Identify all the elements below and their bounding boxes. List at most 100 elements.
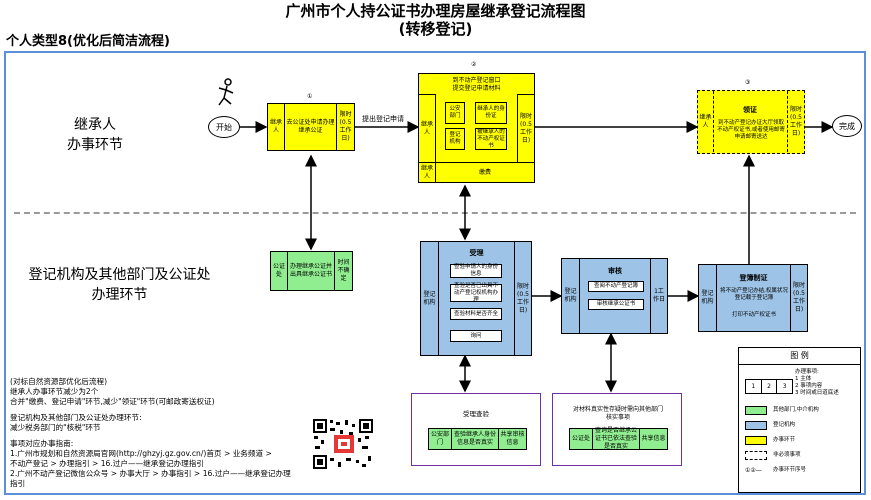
legend-item-line: 3 时间或日道底述 [795, 390, 839, 396]
start-node: 开始 [208, 116, 240, 138]
note-line: 减少税务部门的"核税"环节 [10, 423, 101, 432]
accept-item-inquiry: 询问 [450, 330, 502, 342]
step1-actor: 继承人 [268, 104, 285, 150]
step2-dept-registry: 登记机构 [445, 128, 465, 150]
legend-swatch-registry [745, 421, 767, 430]
step1-number: ① [307, 93, 313, 100]
note-line: 指引 [10, 479, 26, 488]
page-subtitle: (转移登记) [398, 20, 473, 38]
review-item-cert: 审核继承公证书 [588, 299, 644, 310]
notary-actor: 公证处 [271, 252, 288, 290]
note-line: 继承人办事环节减少为2个 [10, 387, 99, 396]
step2-box: 到不动产登记窗口 提交登记申请材料 继承人 公安部门 继承人的身份证 登记机构 … [418, 73, 535, 183]
review-actor: 登记机构 [562, 259, 580, 333]
arrow-label-submit: 提出登记申请 [362, 115, 404, 123]
check-left: 公安部门 [429, 429, 452, 449]
step3-time: 限时(0.5工作日) [787, 91, 804, 152]
verify-right: 共享信息 [641, 435, 666, 442]
note-line: 2.广州不动产登记微信公众号 > 办事大厅 > 办事指引 > 16.过户——继承… [10, 469, 291, 478]
note-line: 合并"缴费、登记申请"环节,减少"领证"环节(可邮政寄送权证) [10, 397, 215, 406]
step3-box: 继承人 领证 到不动产登记办证大厅领取不动产权证书,或者使用邮寄申请邮寄送达 限… [697, 90, 805, 154]
accept-time: 限时(0.5工作日) [514, 242, 531, 355]
register-item-print: 打印不动产权证书 [731, 312, 776, 318]
step2-time: 限时(0.5工作日) [517, 94, 534, 162]
step1-time: 限时(0.5工作日) [339, 111, 352, 142]
review-box: 审核 登记机构 查阅不动产登记簿 审核继承公证书 1工作日 [561, 258, 668, 334]
accept-actor: 登记机构 [421, 242, 439, 355]
legend-item-label: 办理事项: [795, 369, 819, 375]
register-content: 将不动产登记办结,权属状况登记载于登记簿 [720, 288, 788, 301]
notary-time: 时间不确定 [337, 259, 350, 282]
step2-actor: 继承人 [419, 94, 436, 162]
legend-label-optional: 非必须事项 [773, 452, 801, 458]
accept-item-materials: 查验材料是否齐全 [450, 308, 502, 320]
note-line: 事项对应办事指南: [10, 439, 74, 448]
legend-swatch-optional [745, 451, 767, 460]
notary-content: 办理继承公证并出具继承公证书 [288, 252, 335, 290]
note-line: 不动产登记 > 办理指引 > 16.过户——继承登记办理指引 [10, 459, 204, 468]
accept-title: 受理 [469, 249, 484, 257]
step1-content: 去公证处申请办理继承公证 [285, 104, 337, 150]
note-line: 1.广州市规划和自然资源局官网(http://ghzyj.gz.gov.cn/)… [10, 449, 272, 458]
accept-item-check: 查验是否已出具不动产登记权机构办理 [450, 283, 502, 303]
check-title: 受理查验 [463, 410, 489, 418]
verify-title: 对材料真实性存疑时需向其他部门核实事项 [573, 406, 664, 421]
legend-cell: 1 [746, 380, 762, 393]
legend-num-symbols: ①②— [745, 467, 762, 474]
person-icon [218, 78, 234, 106]
verify-left: 公证处 [570, 429, 593, 449]
step2-dept-police: 公安部门 [445, 102, 465, 124]
step2-fee-actor: 继承人 [419, 162, 436, 182]
review-title: 审核 [608, 267, 622, 275]
check-row: 公安部门 查验继承人身份信息是否真实 共享审核信息 [428, 428, 527, 450]
lane-label-applicant: 继承人 办事环节 [67, 117, 123, 153]
accept-item-id: 查验申请人的身份信息 [450, 264, 502, 278]
step1-box: 继承人 去公证处申请办理继承公证 限时(0.5工作日) [267, 103, 355, 151]
review-time: 1工作日 [650, 259, 667, 333]
step2-header: 到不动产登记窗口 提交登记申请材料 [452, 77, 501, 92]
process-type-label: 个人类型8(优化后简洁流程) [6, 34, 170, 49]
step2-property-cert: 被继承人的不动产权证书 [475, 128, 507, 150]
legend-cell: 2 [762, 380, 778, 393]
notes-block: (对标自然资源部优化后流程) 继承人办事环节减少为2个 合并"缴费、登记申请"环… [10, 377, 310, 489]
legend-item-line: 1 主体 [795, 376, 812, 382]
qr-code-icon [312, 418, 374, 470]
notary-box: 公证处 办理继承公证并出具继承公证书 时间不确定 [270, 251, 353, 291]
verify-container: 对材料真实性存疑时需向其他部门核实事项 公证处 查询是否继承公证书已依法查验是否… [552, 393, 682, 466]
step3-number: ③ [745, 79, 751, 86]
note-line: (对标自然资源部优化后流程) [10, 377, 108, 386]
review-item-register: 查阅不动产登记簿 [588, 281, 644, 292]
legend: 图 例 办理事项: 1 主体 2 事项内容 3 时间或日道底述 1 2 3 其他… [738, 347, 861, 493]
legend-swatch-other-dept [745, 406, 767, 415]
legend-label-step: 办事环节 [773, 437, 796, 443]
register-actor: 登记机构 [699, 265, 717, 331]
legend-label-step-number: 办事环节序号 [773, 467, 807, 473]
check-right: 共享审核信息 [500, 431, 525, 446]
note-line: 登记机构及其他部门及公证处办理环节: [10, 413, 142, 422]
end-node: 完成 [832, 115, 862, 137]
diagram-frame [4, 51, 866, 495]
step3-actor: 继承人 [698, 91, 714, 152]
legend-label-registry: 登记机构 [773, 422, 796, 428]
register-box: 登簿制证 登记机构 将不动产登记办结,权属状况登记载于登记簿 打印不动产权证书 … [698, 264, 808, 332]
legend-cell: 3 [782, 383, 787, 390]
step2-id-card: 继承人的身份证 [475, 102, 507, 124]
step3-title: 领证 [743, 106, 757, 114]
check-mid: 查验继承人身份信息是否真实 [452, 429, 499, 449]
lane-divider [14, 212, 856, 214]
step2-number: ② [471, 61, 477, 68]
check-container: 受理查验 公安部门 查验继承人身份信息是否真实 共享审核信息 [411, 393, 541, 466]
legend-cells: 1 2 3 [745, 379, 793, 394]
legend-label-other-dept: 其他部门,中介机构 [773, 407, 819, 413]
legend-swatch-step [745, 436, 767, 445]
verify-mid: 查询是否继承公证书已依法查验是否真实 [593, 427, 640, 450]
page-title: 广州市个人持公证书办理房屋继承登记流程图 [285, 2, 586, 20]
register-title: 登簿制证 [739, 274, 768, 282]
lane-label-institution: 登记机构及其他部门及公证处 办理环节 [28, 267, 211, 303]
legend-item-line: 2 事项内容 [795, 383, 823, 389]
step3-content: 到不动产登记办证大厅领取不动产权证书,或者使用邮寄申请邮寄送达 [717, 120, 785, 140]
accept-box: 受理 登记机构 查验申请人的身份信息 查验是否已出具不动产登记权机构办理 查验材… [420, 241, 532, 356]
verify-row: 公证处 查询是否继承公证书已依法查验是否真实 共享信息 [569, 427, 668, 450]
register-time: 限时(0.5工作日) [790, 265, 807, 331]
